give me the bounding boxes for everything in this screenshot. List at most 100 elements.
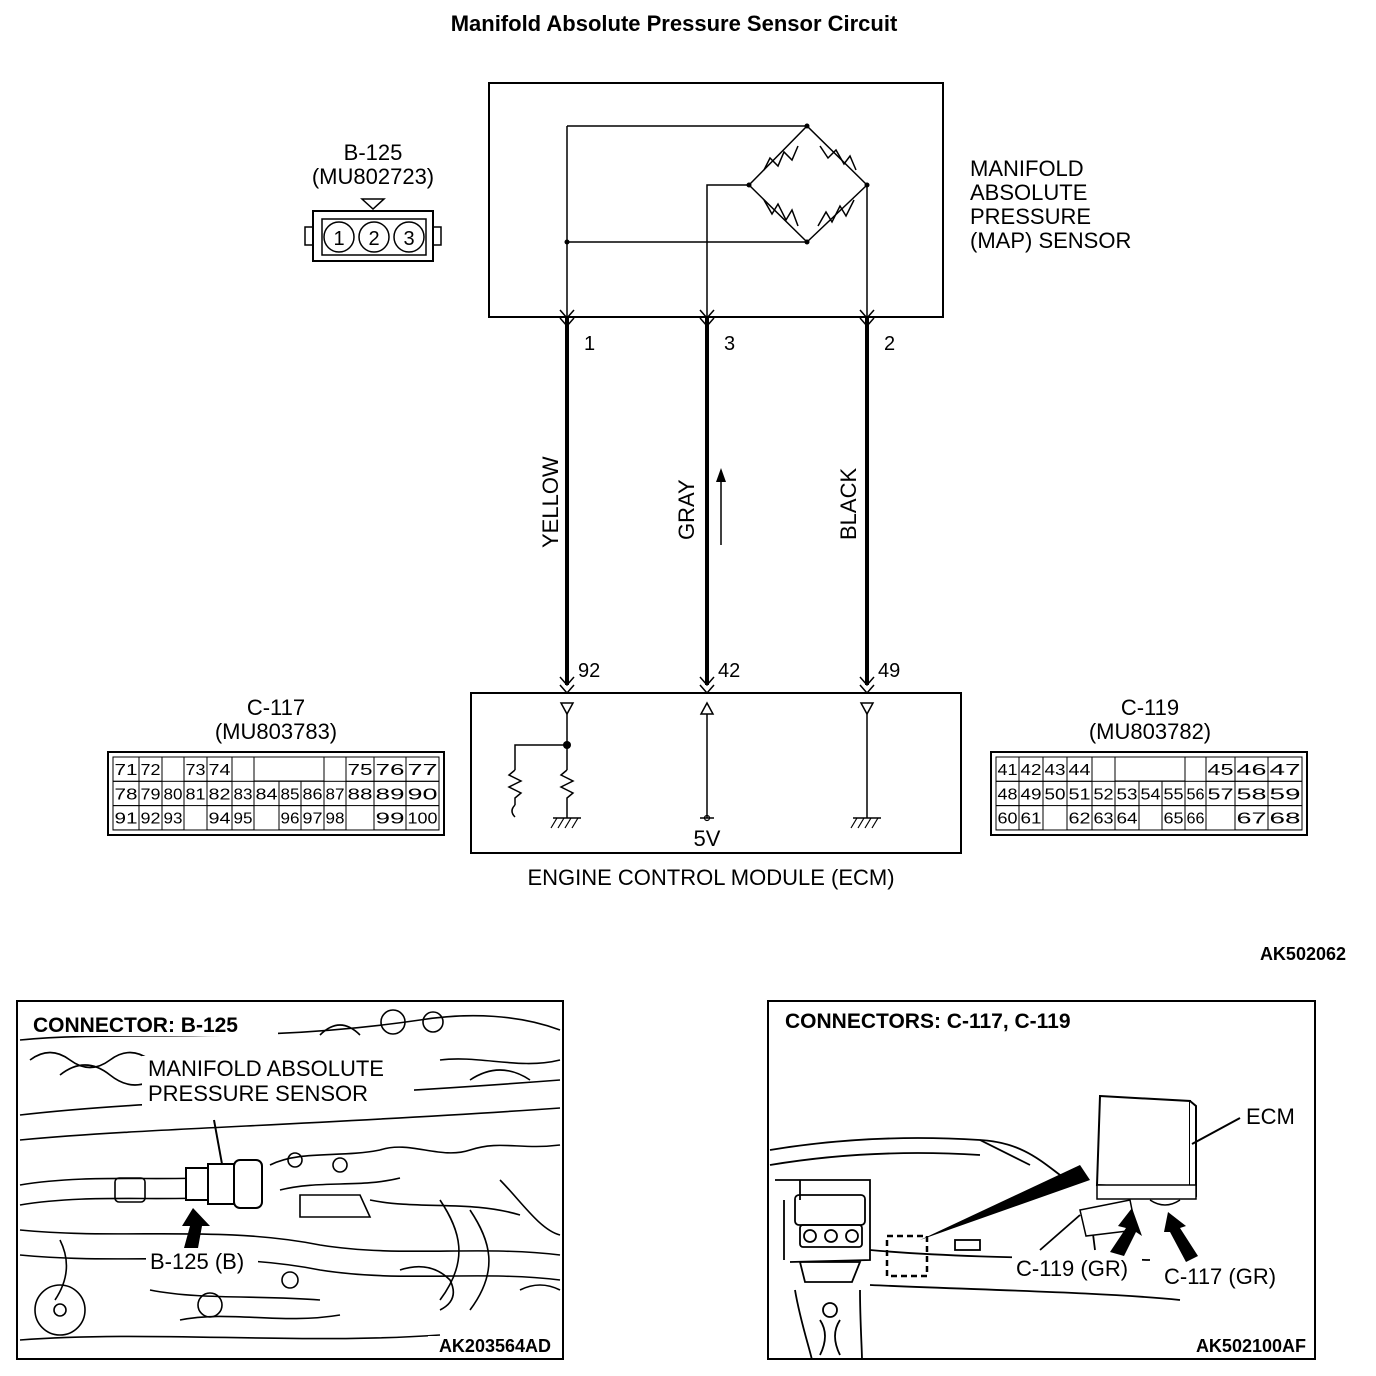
c119-cavity: 66 (1187, 811, 1205, 828)
photo-left-pointer-label: B-125 (B) (150, 1249, 244, 1274)
c117-arrow-icon (1164, 1212, 1198, 1262)
sensor-label-line-3: PRESSURE (970, 204, 1091, 229)
c119-cavity: 49 (1021, 786, 1042, 803)
c119-cavity: 52 (1094, 786, 1114, 803)
c117-cavity: 96 (281, 811, 300, 828)
c117-cavity: 71 (115, 762, 138, 779)
c117-cavity: 72 (141, 762, 161, 779)
wire-1-ecm-pin: 92 (578, 660, 600, 682)
c119-cavity: 44 (1069, 762, 1091, 779)
connector-c119-id: C-119 (1121, 695, 1179, 720)
c119-cavity: 46 (1237, 762, 1267, 779)
photo-right-c119-label: C-119 (GR) (1016, 1256, 1128, 1281)
sensor-label-line-2: ABSOLUTE (970, 180, 1087, 205)
wire-1-color: YELLOW (538, 456, 563, 548)
photo-left-code: AK203564AD (439, 1336, 551, 1356)
ecm-location-marker (885, 1234, 929, 1278)
c117-cavity: 90 (408, 786, 438, 803)
c117-cavity: 78 (115, 786, 138, 803)
c119-cavity: 67 (1237, 811, 1267, 828)
c119-cavity: 41 (998, 762, 1018, 779)
c119-cavity: 58 (1237, 786, 1267, 803)
c119-cavity: 62 (1069, 811, 1091, 828)
photo-right-ecm-label: ECM (1246, 1104, 1295, 1129)
ecm-name: ENGINE CONTROL MODULE (ECM) (527, 865, 894, 890)
wire-2-sensor-pin: 3 (724, 333, 735, 355)
c117-cavity: 82 (209, 786, 231, 803)
connector-c117-part: (MU803783) (215, 719, 337, 744)
c117-cavity: 98 (326, 811, 345, 828)
ecm-supply-voltage: 5V (694, 826, 721, 851)
c117-cavity: 94 (209, 811, 231, 828)
photo-right-heading: CONNECTORS: C-117, C-119 (785, 1010, 1071, 1033)
connector-b125-id: B-125 (344, 140, 403, 165)
c117-cavity: 79 (141, 786, 161, 803)
connector-pin-3: 3 (403, 228, 414, 250)
photo-right-c117-label: C-117 (GR) (1164, 1264, 1276, 1289)
pin-marker-icon (360, 198, 386, 211)
wire-3-color: BLACK (836, 468, 861, 540)
wire-3-sensor-pin: 2 (884, 333, 895, 355)
c117-cavity: 80 (164, 786, 183, 803)
c117-cavity: 75 (348, 762, 373, 779)
c117-cavity: 95 (234, 811, 253, 828)
c119-cavity: 53 (1117, 786, 1138, 803)
c119-cavity: 60 (998, 811, 1018, 828)
photo-right-code: AK502100AF (1196, 1336, 1306, 1356)
c119-cavity: 65 (1164, 811, 1184, 828)
c119-cavity: 59 (1270, 786, 1301, 803)
c119-cavity: 47 (1270, 762, 1301, 779)
connector-c119-part: (MU803782) (1089, 719, 1211, 744)
c117-cavity: 77 (408, 762, 438, 779)
c117-cavity: 74 (209, 762, 231, 779)
c117-cavity: 99 (376, 811, 405, 828)
c119-cavity: 68 (1270, 811, 1301, 828)
photo-panel-c117-c119: CONNECTORS: C-117, C-119 ECM C-119 (GR) … (767, 1000, 1316, 1360)
c119-cavity: 56 (1187, 786, 1205, 803)
c117-cavity: 93 (164, 811, 183, 828)
c117-cavity: 85 (281, 786, 300, 803)
c117-cavity: 97 (303, 811, 323, 828)
c117-cavity: 91 (115, 811, 138, 828)
c119-cavity: 48 (998, 786, 1018, 803)
photo-left-heading: CONNECTOR: B-125 (33, 1014, 238, 1037)
connector-pin-2: 2 (368, 228, 379, 250)
c119-cavity: 63 (1094, 811, 1114, 828)
dashboard-illustration (769, 1137, 1181, 1359)
wire-2-color: GRAY (674, 479, 699, 540)
c117-cavity: 76 (376, 762, 405, 779)
c117-cavity: 81 (186, 786, 206, 803)
diagram-code: AK502062 (1260, 944, 1346, 964)
c117-cavity: 89 (376, 786, 405, 803)
c119-cavity: 50 (1045, 786, 1066, 803)
c117-cavity: 100 (408, 811, 438, 828)
wiring-harness: 1 3 2 YELLOW GRAY BLACK 92 42 49 (538, 309, 900, 695)
c117-cavity: 83 (234, 786, 253, 803)
c117-cavity: 92 (141, 811, 161, 828)
c119-cavity: 42 (1021, 762, 1042, 779)
c117-cavity: 87 (326, 786, 345, 803)
engine-bay-illustration (19, 1009, 561, 1341)
wire-1-sensor-pin: 1 (584, 333, 595, 355)
c117-cavity: 88 (348, 786, 373, 803)
c117-cavity: 86 (303, 786, 323, 803)
map-sensor: MANIFOLD ABSOLUTE PRESSURE (MAP) SENSOR (488, 82, 1131, 318)
c119-cavity: 64 (1117, 811, 1138, 828)
pointer-arrow-icon (182, 1208, 210, 1248)
c117-cavity: 73 (186, 762, 206, 779)
ecm-block: 5V ENGINE CONTROL MODULE (ECM) (470, 692, 962, 890)
sensor-label-line-1: MANIFOLD (970, 156, 1084, 181)
c119-cavity: 54 (1141, 786, 1161, 803)
connector-c117-id: C-117 (247, 695, 305, 720)
photo-panel-b125: CONNECTOR: B-125 MANIFOLD ABSOLUTE PRESS… (16, 1000, 564, 1360)
c119-cavity: 43 (1045, 762, 1066, 779)
c117-cavity: 84 (256, 786, 278, 803)
photo-left-callout-line-1: MANIFOLD ABSOLUTE (148, 1056, 384, 1081)
c119-cavity: 45 (1208, 762, 1234, 779)
wire-3-ecm-pin: 49 (878, 660, 900, 682)
diagram-title: Manifold Absolute Pressure Sensor Circui… (451, 11, 898, 36)
c119-cavity: 51 (1069, 786, 1091, 803)
c119-cavity: 55 (1164, 786, 1184, 803)
